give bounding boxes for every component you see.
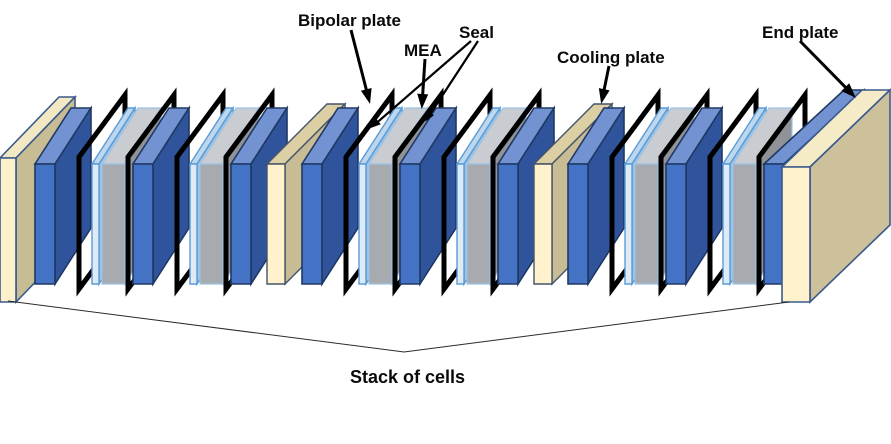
seal-pointer-line-2: [427, 40, 479, 118]
bipolar-plate-front-face: [34, 163, 56, 285]
bipolar-plate-front-face: [230, 163, 252, 285]
cooling-plate-front-face: [266, 163, 286, 285]
end-plate-arrow: [798, 39, 851, 93]
mea-arrow-arrowhead: [417, 93, 429, 109]
mea-gdl-front-face: [199, 163, 224, 285]
mea-gdl-front-face: [466, 163, 491, 285]
cooling-plate-arrow-arrowhead: [598, 88, 610, 104]
seal-pointer-line-2-arrowhead: [425, 111, 435, 122]
bipolar-plate-front-face: [665, 163, 687, 285]
seal-pointer-line-1: [374, 40, 472, 125]
mea-arrow: [420, 58, 427, 101]
seal-pointer-line-1-arrowhead: [370, 118, 381, 128]
mea-membrane-front-face: [91, 163, 100, 285]
mea-gdl-front-face: [101, 163, 126, 285]
mea-membrane-front-face: [722, 163, 731, 285]
bipolar-plate: [566, 105, 626, 287]
end-plate-right: [780, 88, 891, 304]
mea-membrane-front-face: [189, 163, 198, 285]
label-end-plate: End plate: [762, 23, 839, 42]
mea-membrane-front-face: [456, 163, 465, 285]
end-plate-right-front-face: [781, 166, 811, 303]
label-seal: Seal: [459, 23, 494, 42]
stack-brace-line: [7, 300, 790, 353]
label-mea: MEA: [404, 41, 442, 60]
label-stack-of-cells: Stack of cells: [350, 367, 465, 387]
label-cooling-plate: Cooling plate: [557, 48, 665, 67]
bipolar-plate-front-face: [497, 163, 519, 285]
mea-gdl-front-face: [368, 163, 393, 285]
end-plate-left-front-face: [0, 157, 17, 303]
mea-gdl-front-face: [634, 163, 659, 285]
plate-stack: [0, 87, 891, 304]
bipolar-plate-front-face: [132, 163, 154, 285]
bipolar-plate-front-face: [301, 163, 323, 285]
cooling-plate-front-face: [533, 163, 553, 285]
bipolar-plate-front-face: [567, 163, 589, 285]
mea-gdl-front-face: [732, 163, 757, 285]
bipolar-plate-arrow: [349, 29, 370, 97]
bipolar-plate-front-face: [399, 163, 421, 285]
mea-membrane-front-face: [624, 163, 633, 285]
label-bipolar-plate: Bipolar plate: [298, 11, 401, 30]
bipolar-plate: [664, 105, 724, 287]
end-plate-arrow-arrowhead: [841, 83, 856, 98]
bipolar-plate-arrow-arrowhead: [360, 87, 372, 104]
bipolar-plate-front-face: [763, 163, 785, 285]
mea-membrane-front-face: [358, 163, 367, 285]
